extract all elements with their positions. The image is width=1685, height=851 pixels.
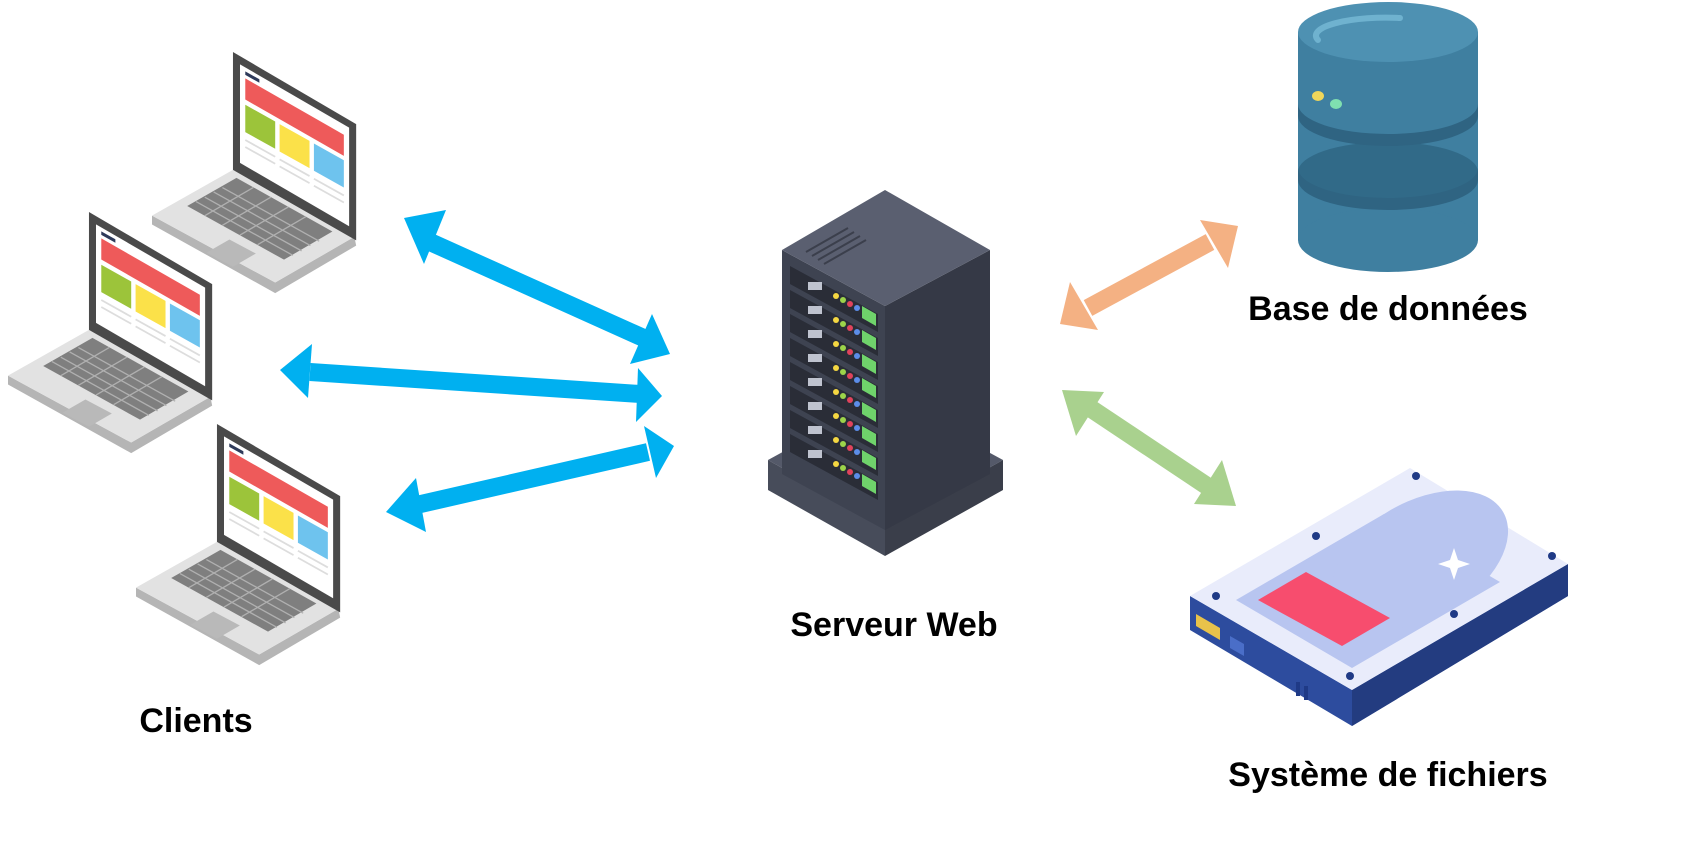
hard-drive-icon xyxy=(1190,468,1568,726)
client-arrows xyxy=(280,210,674,532)
clients-label: Clients xyxy=(139,702,253,740)
database-label: Base de données xyxy=(1248,290,1528,328)
client-arrow-2 xyxy=(280,344,662,422)
laptop-icon xyxy=(7,211,214,454)
database-arrow xyxy=(1060,220,1238,330)
laptop-icon xyxy=(151,51,358,294)
filesystem-label: Système de fichiers xyxy=(1228,756,1548,794)
database-icon xyxy=(1298,2,1478,272)
laptop-icon xyxy=(135,423,342,666)
server-icon xyxy=(768,190,1003,556)
client-arrow-1 xyxy=(404,210,670,364)
client-arrow-3 xyxy=(386,426,674,532)
server-label: Serveur Web xyxy=(790,606,998,644)
filesystem-arrow xyxy=(1062,390,1236,506)
